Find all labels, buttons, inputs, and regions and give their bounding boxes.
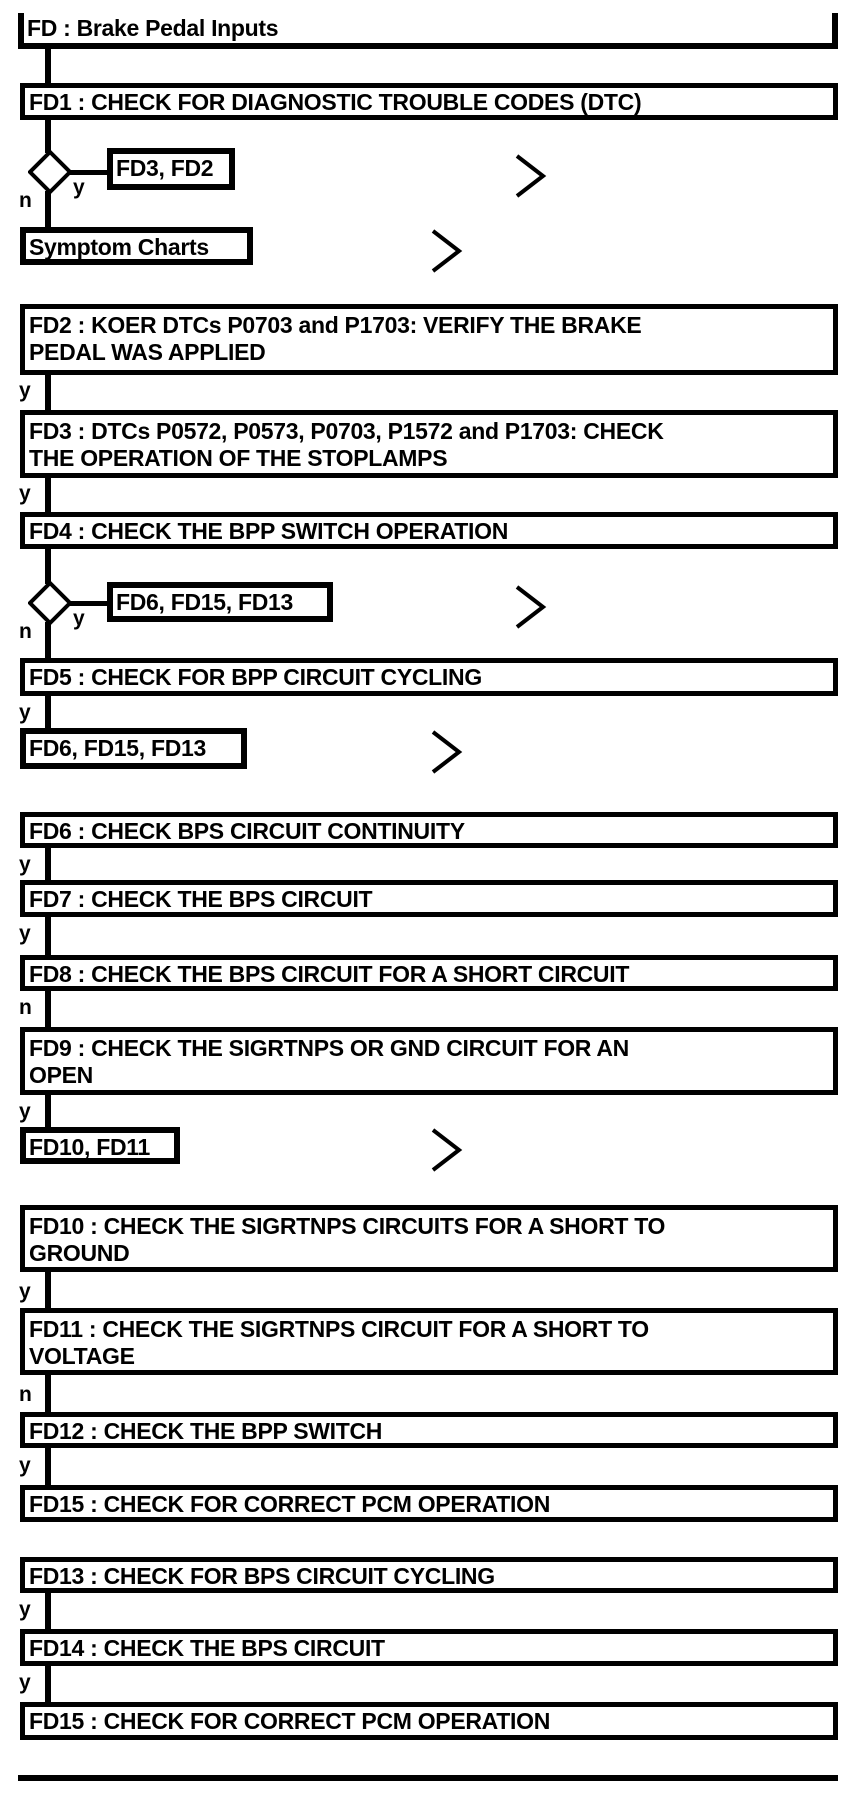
continue-chevron-icon (515, 154, 547, 198)
step-label: FD12 : CHECK THE BPP SWITCH (29, 1418, 383, 1444)
connector-line (45, 478, 51, 512)
no-label: n (19, 189, 32, 212)
connector-line (45, 696, 51, 728)
goto-ref-box-fd6-fd15-fd13: FD6, FD15, FD13 (20, 728, 247, 769)
step-box-fd15-first: FD15 : CHECK FOR CORRECT PCM OPERATION (20, 1485, 838, 1522)
flow-title: FD : Brake Pedal Inputs (27, 15, 279, 41)
connector-line (45, 1666, 51, 1702)
connector-line (45, 191, 51, 227)
branch-ref-box-symptom-charts: Symptom Charts (20, 227, 253, 265)
connector-line (45, 1375, 51, 1412)
step-box-fd9: FD9 : CHECK THE SIGRTNPS OR GND CIRCUIT … (20, 1027, 838, 1095)
continue-chevron-icon (431, 730, 463, 774)
step-box-fd6: FD6 : CHECK BPS CIRCUIT CONTINUITY (20, 812, 838, 848)
step-box-fd13: FD13 : CHECK FOR BPS CIRCUIT CYCLING (20, 1557, 838, 1593)
connector-line (45, 1593, 51, 1629)
step-label-line1: FD2 : KOER DTCs P0703 and P1703: VERIFY … (29, 312, 642, 338)
yes-label: y (19, 1598, 31, 1621)
step-label: FD7 : CHECK THE BPS CIRCUIT (29, 886, 373, 912)
step-box-fd4: FD4 : CHECK THE BPP SWITCH OPERATION (20, 512, 838, 549)
step-label: FD14 : CHECK THE BPS CIRCUIT (29, 1635, 385, 1661)
step-label: FD13 : CHECK FOR BPS CIRCUIT CYCLING (29, 1563, 495, 1589)
continue-chevron-icon (431, 229, 463, 273)
step-label: FD4 : CHECK THE BPP SWITCH OPERATION (29, 518, 509, 544)
step-label-line2: PEDAL WAS APPLIED (29, 339, 266, 365)
yes-label: y (19, 379, 31, 402)
yes-label: y (19, 482, 31, 505)
step-label-line1: FD11 : CHECK THE SIGRTNPS CIRCUIT FOR A … (29, 1316, 649, 1342)
branch-ref-label: FD10, FD11 (29, 1134, 150, 1160)
branch-ref-box-fd3-fd2: FD3, FD2 (107, 148, 235, 190)
step-label-line1: FD10 : CHECK THE SIGRTNPS CIRCUITS FOR A… (29, 1213, 666, 1239)
step-label-line1: FD3 : DTCs P0572, P0573, P0703, P1572 an… (29, 418, 664, 444)
step-label: FD8 : CHECK THE BPS CIRCUIT FOR A SHORT … (29, 961, 630, 987)
branch-ref-label: FD6, FD15, FD13 (29, 735, 206, 761)
connector-line (45, 1448, 51, 1485)
yes-label: y (19, 1280, 31, 1303)
step-box-fd14: FD14 : CHECK THE BPS CIRCUIT (20, 1629, 838, 1666)
yes-label: y (19, 701, 31, 724)
branch-ref-box-fd6-fd15-fd13: FD6, FD15, FD13 (107, 582, 333, 622)
step-label: FD6 : CHECK BPS CIRCUIT CONTINUITY (29, 818, 465, 844)
title-bracket-right-tick (832, 13, 838, 48)
step-label: FD15 : CHECK FOR CORRECT PCM OPERATION (29, 1491, 551, 1517)
branch-ref-label: FD3, FD2 (116, 155, 214, 181)
step-label: FD1 : CHECK FOR DIAGNOSTIC TROUBLE CODES… (29, 89, 642, 115)
step-box-fd10: FD10 : CHECK THE SIGRTNPS CIRCUITS FOR A… (20, 1205, 838, 1272)
title-bracket-underline (18, 43, 838, 49)
yes-label: y (19, 1100, 31, 1123)
title-bracket-left-tick (18, 13, 24, 48)
yes-label: y (19, 853, 31, 876)
connector-line (45, 991, 51, 1027)
continue-chevron-icon (515, 585, 547, 629)
goto-ref-box-fd10-fd11: FD10, FD11 (20, 1127, 180, 1164)
connector-line (45, 1272, 51, 1308)
connector-line (45, 120, 51, 153)
no-label: n (19, 1383, 32, 1406)
branch-ref-label: Symptom Charts (29, 234, 209, 260)
step-box-fd3: FD3 : DTCs P0572, P0573, P0703, P1572 an… (20, 410, 838, 478)
yes-label: y (19, 922, 31, 945)
bottom-rule (18, 1775, 838, 1781)
decision-diamond-icon (28, 581, 72, 625)
step-label: FD5 : CHECK FOR BPP CIRCUIT CYCLING (29, 664, 482, 690)
step-box-fd2: FD2 : KOER DTCs P0703 and P1703: VERIFY … (20, 304, 838, 375)
step-box-fd7: FD7 : CHECK THE BPS CIRCUIT (20, 880, 838, 917)
yes-label: y (19, 1454, 31, 1477)
continue-chevron-icon (431, 1128, 463, 1172)
branch-line (70, 601, 107, 606)
step-label: FD15 : CHECK FOR CORRECT PCM OPERATION (29, 1708, 551, 1734)
step-label-line1: FD9 : CHECK THE SIGRTNPS OR GND CIRCUIT … (29, 1035, 629, 1061)
step-label-line2: VOLTAGE (29, 1343, 135, 1369)
branch-line (70, 170, 107, 175)
step-box-fd1: FD1 : CHECK FOR DIAGNOSTIC TROUBLE CODES… (20, 83, 838, 120)
step-box-fd5: FD5 : CHECK FOR BPP CIRCUIT CYCLING (20, 658, 838, 696)
connector-line (45, 1095, 51, 1127)
no-label: n (19, 996, 32, 1019)
step-label-line2: GROUND (29, 1240, 130, 1266)
yes-label: y (73, 607, 85, 630)
connector-line (45, 917, 51, 955)
connector-line (45, 549, 51, 584)
decision-diamond-icon (28, 150, 72, 194)
connector-line (45, 622, 51, 658)
step-box-fd15-second: FD15 : CHECK FOR CORRECT PCM OPERATION (20, 1702, 838, 1740)
no-label: n (19, 620, 32, 643)
step-box-fd8: FD8 : CHECK THE BPS CIRCUIT FOR A SHORT … (20, 955, 838, 991)
step-box-fd11: FD11 : CHECK THE SIGRTNPS CIRCUIT FOR A … (20, 1308, 838, 1375)
step-box-fd12: FD12 : CHECK THE BPP SWITCH (20, 1412, 838, 1448)
step-label-line2: THE OPERATION OF THE STOPLAMPS (29, 445, 448, 471)
branch-ref-label: FD6, FD15, FD13 (116, 589, 293, 615)
yes-label: y (19, 1671, 31, 1694)
connector-line (45, 375, 51, 410)
yes-label: y (73, 176, 85, 199)
step-label-line2: OPEN (29, 1062, 93, 1088)
connector-line (45, 848, 51, 880)
connector-line (45, 49, 51, 83)
